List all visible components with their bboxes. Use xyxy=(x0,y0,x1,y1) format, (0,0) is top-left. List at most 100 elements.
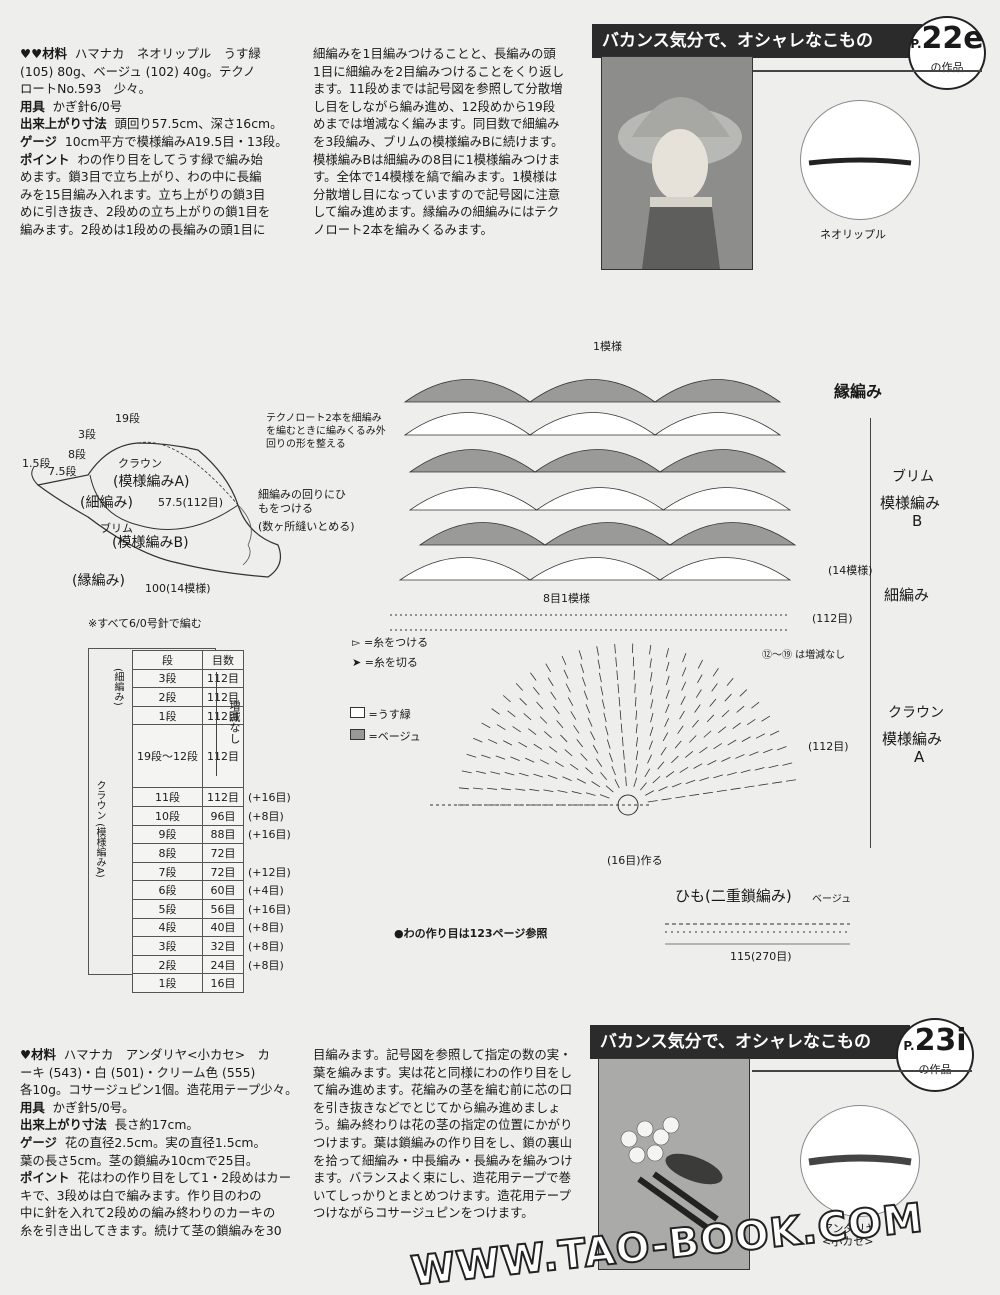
stitch-mark xyxy=(700,777,709,780)
hat-label-19: 19段 xyxy=(115,410,140,426)
brim-scallop xyxy=(670,523,795,546)
stitch-mark xyxy=(555,762,563,767)
text-body: 花の直径2.5cm。実の直径1.5cm。 xyxy=(57,1135,266,1150)
stitch-mark xyxy=(786,780,796,781)
stitch-mark xyxy=(548,678,553,686)
stitch-mark xyxy=(672,783,681,787)
stitch-mark xyxy=(582,677,585,686)
stitch-mark xyxy=(751,702,759,708)
stitch-mark xyxy=(713,668,718,676)
text-line: 編みます。2段めは1段めの長編みの頭1目に xyxy=(20,221,300,239)
hat-label-cord: 細編みの回りにひもをつける xyxy=(258,488,348,516)
legend-green: =うす緑 xyxy=(350,706,411,722)
hat-label-pattern-b: (模様編みB) xyxy=(112,532,189,552)
chart-label-8st: 8目1模様 xyxy=(543,590,590,606)
text-line: 細編みを1目編みつけることと、長編みの頭 xyxy=(313,45,593,63)
stitch-mark xyxy=(606,786,613,792)
hat-label-pattern-a: (模様編みA) xyxy=(113,471,190,491)
chart-label-14: (14模様) xyxy=(828,562,873,578)
brim-scallop xyxy=(663,488,790,511)
table-cell: 10段 xyxy=(133,806,203,825)
stitch-mark xyxy=(645,769,650,777)
stitch-mark xyxy=(513,726,521,732)
stitch-mark xyxy=(619,697,620,706)
chart-label-crown-a: 模様編み xyxy=(882,728,942,749)
table-cell: 6段 xyxy=(133,881,203,900)
stitch-mark xyxy=(777,747,786,750)
table-group-crown: クラウン (模様編みA) xyxy=(92,780,107,878)
brim-scallop xyxy=(405,380,530,403)
legend-attach: ▻ =糸をつける xyxy=(352,634,428,650)
stitch-mark xyxy=(533,774,542,777)
text-line: ♥材料 ハマナカ アンダリヤ<小カセ> カ xyxy=(20,1046,300,1064)
text-line: キで、3段めは白で編みます。作り目のわの xyxy=(20,1187,300,1205)
table-cell: 5段 xyxy=(133,899,203,918)
text-line: ゲージ 10cm平方で模様編みA19.5目・13段。 xyxy=(20,133,300,151)
stitch-mark xyxy=(625,763,626,772)
stitch-mark xyxy=(622,737,623,746)
brim-scallop xyxy=(660,558,790,581)
stitch-mark xyxy=(534,744,542,749)
table-cell: (+16目) xyxy=(244,825,296,844)
stitch-mark xyxy=(721,757,730,761)
table-side-note: 増減なし xyxy=(226,700,242,744)
stitch-mark xyxy=(617,671,618,680)
table-cell: (+16目) xyxy=(244,899,296,918)
table-cell: 72目 xyxy=(203,844,244,863)
table-cell xyxy=(244,669,296,688)
text-line: ーキ (543)・白 (501)・クリーム色 (555) xyxy=(20,1064,300,1082)
text-body: わの作り目をしてうす緑で編み始 xyxy=(70,152,263,167)
stitch-mark xyxy=(618,684,619,693)
stitch-mark xyxy=(682,667,686,676)
text-body: かぎ針5/0号。 xyxy=(45,1100,135,1115)
stitch-mark xyxy=(593,745,598,753)
stitch-mark xyxy=(731,788,741,789)
table-cell: 56目 xyxy=(203,899,244,918)
stitch-mark xyxy=(621,724,622,733)
stitch-mark xyxy=(626,777,627,786)
chart-label-edge: 縁編み xyxy=(834,378,882,402)
stitch-mark xyxy=(680,711,685,719)
stitch-mark xyxy=(623,750,624,759)
stitch-mark xyxy=(492,709,500,715)
stitch-mark xyxy=(725,694,732,701)
stitch-mark xyxy=(520,698,527,705)
text-line: ♥♥材料 ハマナカ ネオリップル うす緑 xyxy=(20,45,300,63)
stitch-mark xyxy=(635,697,636,706)
brim-scallop xyxy=(655,413,780,436)
stitch-mark xyxy=(671,756,678,763)
stitch-mark xyxy=(697,675,702,683)
stitch-mark xyxy=(749,752,758,756)
stitch-mark xyxy=(501,789,511,790)
stitch-mark xyxy=(609,753,612,762)
table-cell: 8段 xyxy=(133,844,203,863)
brim-scallop xyxy=(530,558,660,581)
text-line: めます。鎖3目で立ち上がり、わの中に長編 xyxy=(20,168,300,186)
stitch-mark xyxy=(518,742,527,747)
text-line: て編み進めます。花編みの茎を編む前に芯の口 xyxy=(313,1081,593,1099)
stitch-mark xyxy=(467,754,476,757)
table-cell: (+4目) xyxy=(244,881,296,900)
stitch-mark xyxy=(612,766,616,775)
text-body: 長さ約17cm。 xyxy=(107,1117,199,1132)
stitch-mark xyxy=(581,753,588,760)
stitch-mark xyxy=(727,772,737,775)
stitch-mark xyxy=(648,755,652,764)
stitch-mark xyxy=(605,726,608,735)
stitch-mark xyxy=(476,771,486,773)
text-line: めに引き抜き、2段めの立ち上がりの鎖1目を xyxy=(20,203,300,221)
text-line: ポイント わの作り目をしてうす緑で編み始 xyxy=(20,151,300,169)
text-body: 中に針を入れて2段めの編み終わりのカーキの xyxy=(20,1205,275,1220)
hat-label-100: 100(14模様) xyxy=(145,580,211,596)
stitch-mark xyxy=(698,660,702,669)
chart-ref-note: ●わの作り目は123ページ参照 xyxy=(394,925,547,941)
brim-scallop xyxy=(660,450,785,473)
table-cell xyxy=(244,706,296,725)
hat-label-edge: (縁編み) xyxy=(72,570,125,590)
text-line: 目編みます。記号図を参照して指定の数の実・ xyxy=(313,1046,593,1064)
stitch-mark xyxy=(782,763,792,765)
stitch-mark xyxy=(528,729,536,735)
stitch-mark xyxy=(658,762,664,769)
